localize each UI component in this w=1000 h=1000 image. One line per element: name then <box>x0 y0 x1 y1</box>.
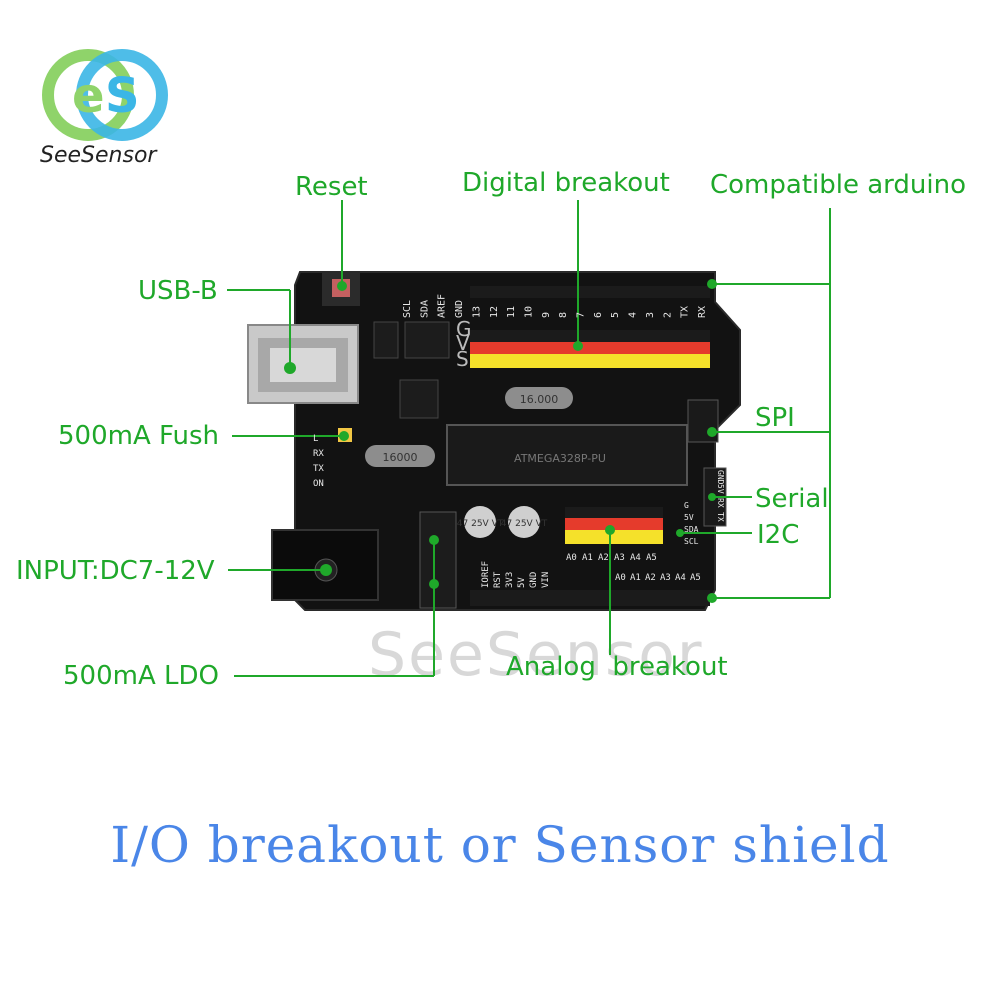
i2c-pin-label: 5V <box>684 513 694 522</box>
digital-pin-label: SDA <box>419 300 430 318</box>
callout-lines <box>227 200 831 677</box>
analog-pin-label: A0 <box>615 573 626 583</box>
i2c-pin-label: SCL <box>684 537 699 546</box>
analog-breakout-pin-label: A5 <box>646 553 657 563</box>
svg-text:e: e <box>72 68 105 124</box>
led-label: RX <box>313 449 324 459</box>
power-pin-label: GND <box>529 572 539 588</box>
svg-text:G: G <box>456 317 472 341</box>
svg-text:S: S <box>456 347 469 371</box>
digital-header-labels: G V S <box>456 317 472 371</box>
digital-pin-label: SCL <box>402 300 413 318</box>
analog-breakout-pin-label: A2 <box>598 553 609 563</box>
svg-text:S: S <box>105 68 140 124</box>
crystal-2-label: 16000 <box>383 451 418 464</box>
caption: I/O breakout or Sensor shield <box>110 816 890 874</box>
led-label: TX <box>313 464 324 474</box>
i2c-pin-label: G <box>684 501 689 510</box>
serial-pin-label: RX <box>716 498 725 508</box>
led-label: L <box>313 434 318 444</box>
digital-pin-label: 6 <box>593 312 604 318</box>
digital-pin-label: 11 <box>506 306 517 318</box>
label-reset: Reset <box>295 172 368 202</box>
digital-pin-label: GND <box>454 300 465 318</box>
label-fuse: 500mA Fush <box>58 421 220 451</box>
label-usb-b: USB-B <box>138 276 218 306</box>
atmega-chip: ATMEGA328P-PU <box>446 424 688 486</box>
power-pin-label: 3V3 <box>505 572 515 588</box>
digital-pin-label: RX <box>697 306 708 318</box>
power-pin-label: RST <box>493 571 503 588</box>
digital-pin-label: 3 <box>645 312 656 318</box>
label-ldo: 500mA LDO <box>63 661 219 691</box>
digital-pin-label: 5 <box>610 312 621 318</box>
label-input: INPUT:DC7-12V <box>16 556 215 586</box>
serial-pin-label: GND <box>716 470 725 485</box>
logo-mark: e S <box>42 49 168 141</box>
ldo-regulator <box>419 511 457 609</box>
digital-pin-label: 10 <box>523 306 534 318</box>
digital-pin-label: 9 <box>541 312 552 318</box>
usb-b-connector <box>247 324 359 404</box>
digital-header <box>470 286 710 368</box>
digital-pin-label: 8 <box>558 312 569 318</box>
crystal-1 <box>505 387 573 409</box>
power-pin-label: VIN <box>541 572 551 588</box>
digital-pin-label: 4 <box>628 312 639 318</box>
digital-pin-label: 7 <box>576 312 587 318</box>
svg-text:47 25V VT: 47 25V VT <box>501 519 548 529</box>
svg-text:V: V <box>456 331 470 355</box>
label-digital-breakout: Digital breakout <box>462 168 670 198</box>
analog-pin-label: A3 <box>660 573 671 583</box>
power-pin-label: 5V <box>517 577 527 588</box>
analog-pin-label: A1 <box>630 573 641 583</box>
digital-pin-label: 13 <box>471 306 482 318</box>
label-spi: SPI <box>755 403 795 433</box>
crystal-2 <box>365 445 435 467</box>
icsp-header-2 <box>404 321 450 359</box>
digital-pin-label: 2 <box>662 312 673 318</box>
capacitor-1: 47 25V VT <box>457 506 504 538</box>
svg-text:ATMEGA328P-PU: ATMEGA328P-PU <box>514 452 606 465</box>
analog-breakout-pin-label: A3 <box>614 553 625 563</box>
label-compatible-arduino: Compatible arduino <box>710 170 966 200</box>
svg-text:47 25V VT: 47 25V VT <box>457 519 504 529</box>
analog-breakout-pin-label: A1 <box>582 553 593 563</box>
digital-pin-label: AREF <box>437 294 448 318</box>
analog-header <box>565 507 663 544</box>
serial-pin-label: 5V <box>716 484 725 494</box>
icsp-header-1 <box>373 321 399 359</box>
analog-pin-label: A4 <box>675 573 686 583</box>
i2c-pin-label: SDA <box>684 525 699 534</box>
power-pin-label: IOREF <box>481 561 491 588</box>
watermark: SeeSensor <box>368 620 704 690</box>
callout-dots <box>284 279 717 603</box>
label-i2c: I2C <box>757 520 800 550</box>
analog-pin-label: A2 <box>645 573 656 583</box>
label-analog-breakout: Analog breakout <box>506 652 728 682</box>
brand-name: SeeSensor <box>40 143 157 168</box>
analog-breakout-pin-label: A0 <box>566 553 577 563</box>
analog-pin-label: A5 <box>690 573 701 583</box>
led-label: ON <box>313 479 324 489</box>
analog-breakout-pin-label: A4 <box>630 553 641 563</box>
serial-pin-label: TX <box>716 512 725 522</box>
crystal-1-label: 16.000 <box>520 393 559 406</box>
digital-pin-label: 12 <box>489 306 500 318</box>
capacitor-2: 47 25V VT <box>501 506 548 538</box>
digital-pin-label: TX <box>680 306 691 318</box>
power-analog-header <box>470 590 710 606</box>
label-serial: Serial <box>755 484 829 514</box>
usb-chip <box>399 379 439 419</box>
